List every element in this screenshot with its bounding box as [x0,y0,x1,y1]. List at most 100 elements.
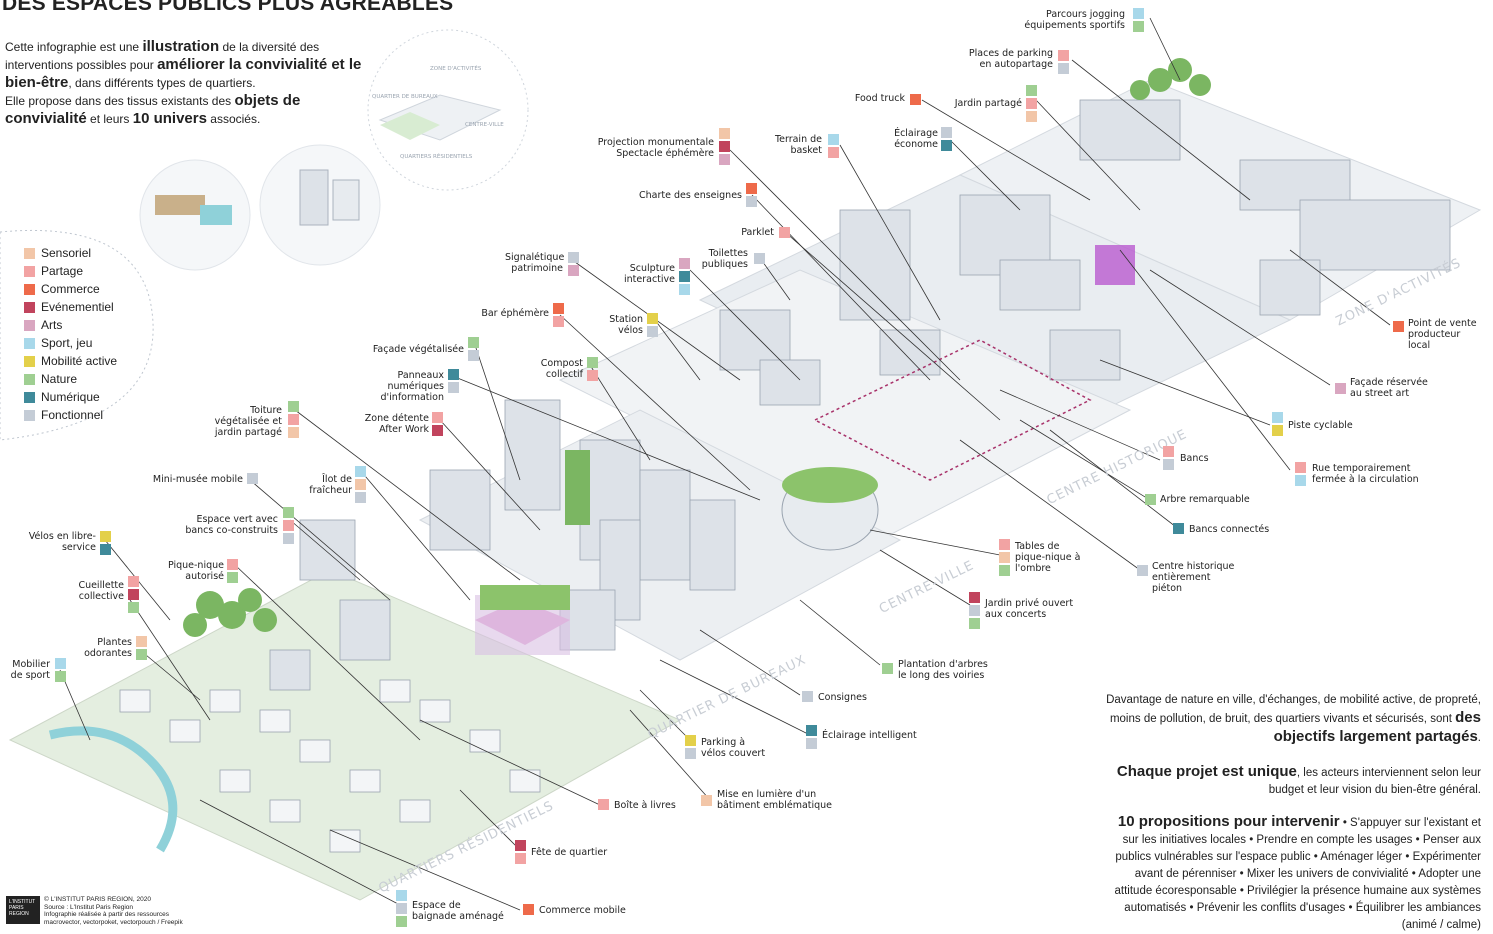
credit-line: macrovector, vectorpoket, vectorpouch / … [44,918,183,926]
label-commerce-mobile: Commerce mobile [539,905,626,916]
tag-commerce [910,94,921,105]
legend-swatch [24,301,35,313]
label-bar: Bar éphémère [481,308,549,319]
tag-nature [468,337,479,348]
label-mobilier: Mobilier de sport [10,659,50,681]
intro-bold: illustration [142,38,220,55]
tag-fonctionnel [647,326,658,337]
label-food-truck: Food truck [854,93,905,104]
label-facade-veg: Façade végétalisée [372,344,464,355]
legend-item: Fonctionnel [24,406,117,424]
intro-part: Cette infographie est une [5,40,143,54]
legend-item: Partage [24,262,117,280]
tag-nature [1145,494,1156,505]
label-mise-lumiere: Mise en lumière d'un bâtiment emblématiq… [717,789,833,811]
legend-label: Mobilité active [41,354,118,368]
mini-label-residentiels: QUARTIERS RÉSIDENTIELS [400,154,473,160]
label-terrain: Terrain de basket [774,134,822,156]
conclusion-part: • S'appuyer sur l'existant et sur les in… [1114,817,1481,931]
tag-fonctionnel [969,605,980,616]
label-parking-velos: Parking à vélos couvert [701,737,766,759]
tag-sport [828,134,839,145]
tag-nature [288,401,299,412]
tag-partage [828,147,839,158]
tag-fonctionnel [396,903,407,914]
tag-fonctionnel [355,492,366,503]
legend-item: Nature [24,370,117,388]
credit: L'INSTITUT PARIS REGION © L'INSTITUT PAR… [6,896,183,926]
tag-numerique [448,369,459,380]
conclusion-part: Davantage de nature en ville, d'échanges… [1106,694,1481,725]
tag-arts [568,265,579,276]
tag-nature [969,618,980,629]
tag-numerique [806,725,817,736]
label-cueillette: Cueillette collective [78,580,124,602]
label-facade-art: Façade réservée au street art [1350,377,1428,399]
label-sculpture: Sculpture interactive [623,263,675,285]
tag-evenementiel [515,840,526,851]
tag-sensoriel [355,479,366,490]
legend-item: Numérique [24,388,117,406]
legend-item: Sensoriel [24,244,117,262]
tag-fonctionnel [746,196,757,207]
tag-fonctionnel [1137,565,1148,576]
tag-nature [283,507,294,518]
tag-sport [396,890,407,901]
tag-nature [1026,85,1037,96]
legend-item: Arts [24,316,117,334]
label-panneaux: Panneaux numériques d'information [380,370,444,403]
legend-label: Partage [41,264,84,278]
legend-label: Sport, jeu [41,336,93,350]
legend-swatch [24,265,35,277]
tag-arts [1335,383,1346,394]
tag-sensoriel [999,552,1010,563]
label-velos-libre: Vélos en libre-service [28,531,96,553]
legend-swatch [24,409,35,421]
intro-part: associés. [206,112,261,126]
intro-bold: 10 univers [132,110,207,127]
tag-arts [719,154,730,165]
tag-fonctionnel [247,473,258,484]
label-ilot: Îlot de fraîcheur [309,474,352,496]
legend-item: Sport, jeu [24,334,117,352]
tag-numerique [679,271,690,282]
label-eclairage-int: Éclairage intelligent [822,730,917,741]
intro-part: de la diversité des interventions possib… [5,40,320,72]
tag-numerique [100,544,111,555]
label-toilettes: Toilettes publiques [701,248,748,270]
legend-swatch [24,355,35,367]
conclusion-text: Davantage de nature en ville, d'échanges… [1101,692,1481,934]
mini-map-residential [380,112,440,140]
tag-commerce [553,303,564,314]
conclusion-bold: des objectifs largement partagés [1273,709,1481,745]
tag-fonctionnel [941,127,952,138]
label-eclairage-econome: Éclairage économe [894,128,938,150]
tag-sport [1133,8,1144,19]
tag-sensoriel [719,128,730,139]
label-bancs-co: Bancs connectés [1189,524,1270,535]
tag-nature [1133,21,1144,32]
tag-nature [55,671,66,682]
conclusion-para-3: 10 propositions pour intervenir • S'appu… [1101,813,1481,934]
legend-swatch [24,247,35,259]
label-signaletique: Signalétique patrimoine [505,252,565,274]
mini-label-bureaux: QUARTIER DE BUREAUX [372,94,438,100]
tag-fonctionnel [568,252,579,263]
label-compost: Compost collectif [540,358,583,380]
page-title: DES ESPACES PUBLICS PLUS AGRÉABLES [2,0,454,15]
intro-bold: objets de convivialité [5,92,301,127]
tag-numerique [941,140,952,151]
tag-mobilite [1272,425,1283,436]
intro-part: , dans différents types de quartiers. [68,76,256,90]
tag-partage [128,576,139,587]
label-boite: Boîte à livres [614,800,676,811]
intro-part: et leurs [86,112,133,126]
tag-mobilite [685,735,696,746]
tag-numerique [1173,523,1184,534]
credit-line: Source : L'Institut Paris Region [44,903,134,911]
legend-item: Commerce [24,280,117,298]
tag-nature [227,572,238,583]
conclusion-para-1: Davantage de nature en ville, d'échanges… [1101,692,1481,747]
